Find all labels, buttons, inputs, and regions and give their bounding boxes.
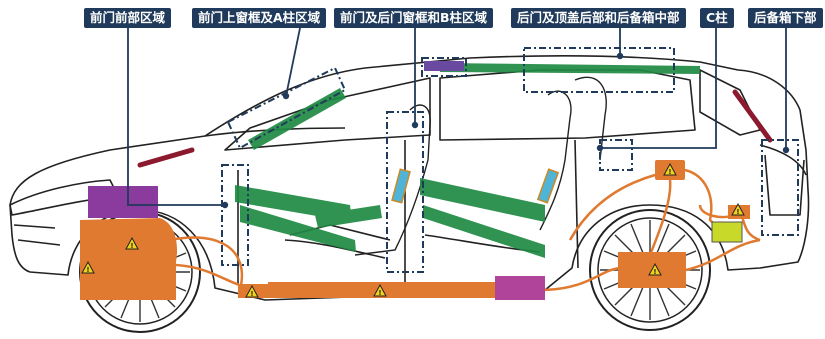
seats — [354, 76, 607, 256]
label-c-pillar: C柱 — [700, 8, 734, 28]
leader-lines — [127, 27, 787, 206]
reinforcement-bars — [235, 63, 700, 258]
low-voltage-battery — [711, 221, 743, 243]
label-trunk-lower: 后备箱下部 — [748, 8, 823, 28]
label-front-door-front: 前门前部区域 — [84, 8, 172, 28]
hv-components — [80, 160, 686, 300]
seat-airbags — [391, 168, 560, 204]
front-airbag-module — [88, 186, 158, 218]
gas-struts — [137, 89, 773, 168]
label-rear-door-roof-trunk: 后门及顶盖后部和后备箱中部 — [511, 8, 686, 28]
zone-outlines — [221, 47, 799, 273]
label-front-rear-door-b-pillar: 前门及后门窗框和B柱区域 — [334, 8, 494, 28]
sunroof-module — [424, 61, 464, 71]
label-front-door-a-pillar: 前门上窗框及A柱区域 — [192, 8, 327, 28]
leader-dots — [221, 52, 790, 209]
